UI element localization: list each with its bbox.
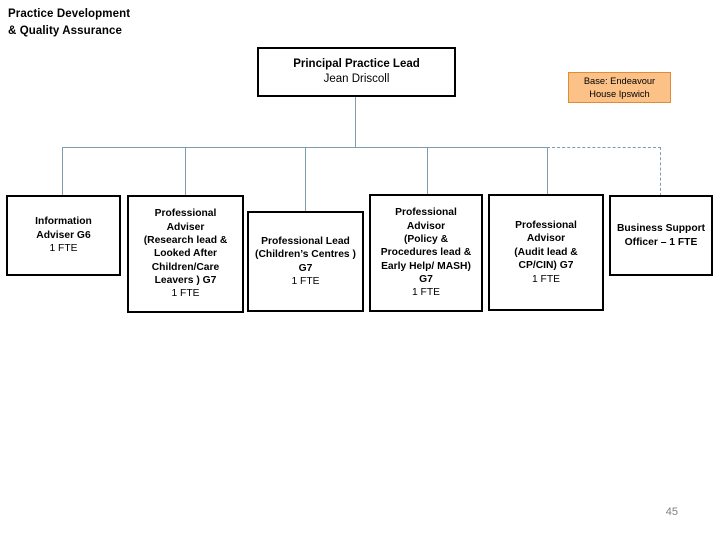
node-professional-advisor-audit[interactable]: Professional Advisor (Audit lead & CP/CI… [488,194,604,311]
node-subtitle: 1 FTE [411,287,441,299]
connector-root-stem [355,97,357,148]
node-title: Information Adviser G6 [35,216,92,241]
connector-dashed-drop-business-support [660,147,661,196]
node-subtitle: Jean Driscoll [323,73,390,85]
node-subtitle: 1 FTE [531,273,561,285]
page-number: 45 [665,506,678,518]
node-title: Professional Advisor (Audit lead & CP/CI… [514,220,578,272]
node-subtitle: 1 FTE [291,275,320,287]
base-location-text: Base: Endeavour House Ipswich [583,75,656,99]
node-title: Professional Advisor (Policy & Procedure… [380,207,472,286]
node-business-support-officer[interactable]: Business Support Officer – 1 FTE [609,195,713,276]
connector-drop-lead [305,147,307,212]
node-title: Professional Adviser (Research lead & Lo… [143,208,228,287]
node-title: Professional Lead (Children’s Centres ) … [255,235,356,274]
node-information-adviser[interactable]: Information Adviser G6 1 FTE [6,195,121,276]
node-title: Business Support Officer – 1 FTE [616,223,706,248]
base-location-callout[interactable]: Base: Endeavour House Ipswich [568,72,671,103]
node-professional-adviser-research[interactable]: Professional Adviser (Research lead & Lo… [127,195,244,313]
page-title: Practice Development & Quality Assurance [8,8,131,37]
connector-dashed-bus-business-support [547,147,661,148]
node-professional-advisor-policy[interactable]: Professional Advisor (Policy & Procedure… [369,194,483,312]
connector-drop-policy [427,147,429,195]
node-subtitle: 1 FTE [171,288,200,300]
connector-drop-audit [547,147,549,195]
connector-drop-adviser [185,147,187,196]
node-principal-practice-lead[interactable]: Principal Practice Lead Jean Driscoll [257,47,456,97]
node-subtitle: 1 FTE [49,243,78,255]
node-professional-lead-childrens-centres[interactable]: Professional Lead (Children’s Centres ) … [247,211,364,312]
node-title: Principal Practice Lead [293,58,420,71]
connector-drop-info [62,147,64,196]
